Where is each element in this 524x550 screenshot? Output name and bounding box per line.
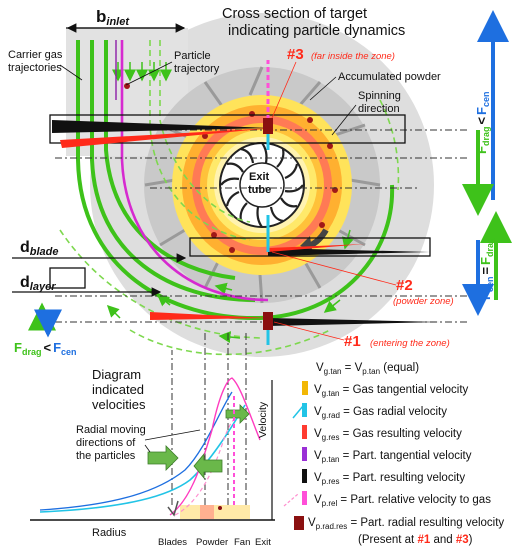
point1-label: #1 [344,333,361,350]
force-label-right-mid: Fcen=Fdrag [478,237,495,300]
title-line1: Cross section of target [222,6,367,22]
d-layer-label: dlayer [20,274,56,293]
particle-label-line2: trajectory [174,63,220,75]
velocity-diagram [30,377,275,521]
carrier-label-line1: Carrier gas [8,49,63,61]
legend-equation: Vg.tan = Vp.tan (equal) [316,362,419,376]
diagram-title-line2: indicated [92,382,144,397]
point1-vectors [150,312,440,345]
point2-label: #2 [396,277,413,294]
particle-label-line1: Particle [174,50,211,62]
svg-text:Vp.rad.res = Part. radial resu: Vp.rad.res = Part. radial resulting velo… [308,517,504,531]
left-force-arrows [28,302,62,338]
powder-band [180,505,250,519]
radial-label-line2: directions of [76,437,136,449]
legend-item-part-radial-resulting: Vp.rad.res = Part. radial resulting velo… [294,516,504,531]
radial-label-line1: Radial moving [76,424,146,436]
legend-item-gas-radial: Vg.rad = Gas radial velocity [292,403,447,420]
point2-desc: (powder zone) [393,296,454,307]
svg-text:Vp.tan = Part. tangential velo: Vp.tan = Part. tangential velocity [314,450,472,464]
legend-item-gas-resulting: Vg.res = Gas resulting velocity [302,425,462,442]
spinning-label-line1: Spinning [358,90,401,102]
legend-item-gas-tangential: Vg.tan = Gas tangential velocity [302,381,469,398]
force-label-right-top: Fdrag<Fcen [474,91,491,154]
measure-boxes [49,114,431,289]
diagram-title-line3: velocities [92,397,146,412]
radius-axis-label: Radius [92,527,127,539]
b-inlet-label: binlet [96,7,130,28]
tick-exit: Exit [255,537,271,548]
radial-label-line3: the particles [76,450,136,462]
exit-label-line1: Exit [249,171,270,183]
tick-blades: Blades [158,537,187,548]
curve-magenta [169,377,261,516]
fan-blades [220,142,304,228]
velocity-axis-label: Velocity [257,401,269,438]
svg-text:Vg.tan = Gas tangential veloci: Vg.tan = Gas tangential velocity [314,384,469,398]
svg-text:Vg.res = Gas resulting velocit: Vg.res = Gas resulting velocity [314,428,462,442]
d-blade-label: dblade [20,239,59,258]
right-force-arrows-mid [462,211,512,316]
tick-fan: Fan [234,537,250,548]
title-line2: indicating particle dynamics [228,23,405,39]
legend-item-part-resulting: Vp.res = Part. resulting velocity [302,469,465,486]
spinning-label-line2: direction [358,103,400,115]
right-force-arrows-top [462,10,509,216]
svg-text:Vp.rel = Part. relative veloci: Vp.rel = Part. relative velocity to gas [314,494,491,508]
point1-desc: (entering the zone) [370,338,450,349]
curve-cyan [39,404,246,513]
particle-trajectory [120,40,269,302]
svg-text:Vg.rad = Gas radial velocity: Vg.rad = Gas radial velocity [314,406,447,420]
carrier-label-line2: trajectories [8,62,62,74]
tick-powder: Powder [196,537,228,548]
diagram-title-line1: Diagram [92,367,141,382]
exit-label-line2: tube [248,184,271,196]
curve-blue [39,391,233,511]
exit-tube [239,162,285,208]
legend-item-part-relative: Vp.rel = Part. relative velocity to gas [283,491,491,508]
legend-note: (Present at #1 and #3) [358,534,473,546]
point2-vectors [266,215,430,256]
accumulated-powder-label: Accumulated powder [338,71,441,83]
force-label-left: Fdrag<Fcen [14,340,77,357]
point3-vectors [52,60,273,150]
svg-text:Vp.res = Part. resulting veloc: Vp.res = Part. resulting velocity [314,472,465,486]
legend: Vg.tan = Vp.tan (equal) Vg.tan = Gas tan… [283,362,504,546]
legend-item-part-tangential: Vp.tan = Part. tangential velocity [302,447,472,464]
point3-desc: (far inside the zone) [311,51,395,62]
point3-label: #3 [287,46,304,63]
